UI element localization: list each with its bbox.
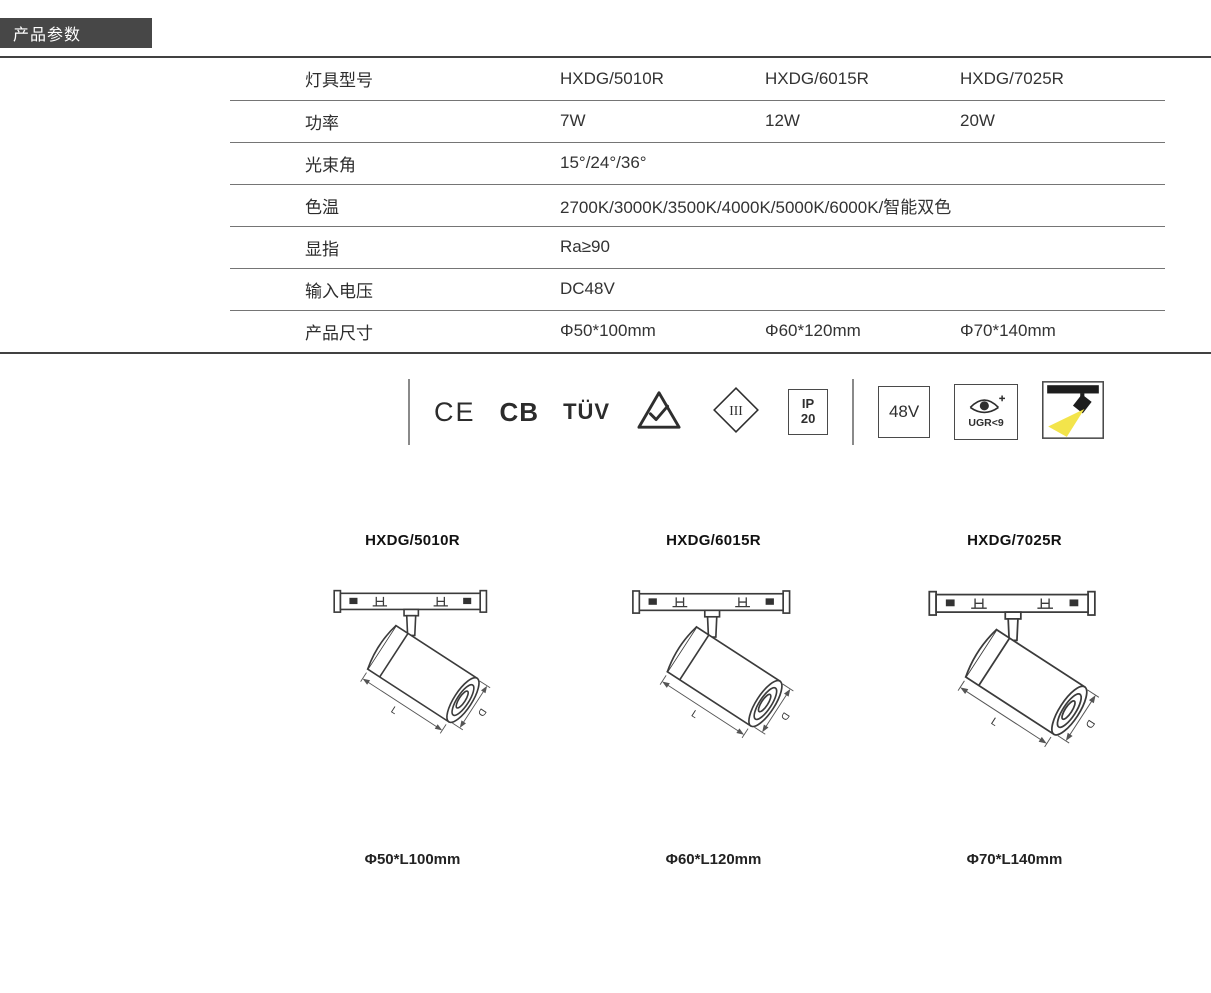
length-dimension-label: L bbox=[688, 709, 699, 721]
product-column-6015r: HXDG/6015R bbox=[601, 532, 826, 868]
length-dimension-label: L bbox=[988, 716, 1000, 729]
product-drawings-section: HXDG/5010R bbox=[300, 532, 1211, 868]
row-label: 输入电压 bbox=[230, 268, 560, 311]
row-label: 色温 bbox=[230, 184, 560, 227]
diameter-dimension-label: D bbox=[475, 706, 488, 718]
row-value: HXDG/6015R bbox=[765, 58, 960, 101]
ugr-eye-comfort-icon: UGR<9 bbox=[954, 384, 1019, 440]
table-row-product-size: 产品尺寸 Φ50*100mm Φ60*120mm Φ70*140mm bbox=[230, 310, 1165, 352]
cb-mark-icon: CB bbox=[499, 396, 540, 427]
spec-table: 灯具型号 HXDG/5010R HXDG/6015R HXDG/7025R 功率… bbox=[230, 58, 1165, 352]
row-value: HXDG/5010R bbox=[560, 58, 765, 101]
diameter-dimension-label: D bbox=[1082, 717, 1096, 730]
ip-value: 20 bbox=[800, 411, 816, 426]
voltage-label: 48V bbox=[888, 402, 920, 421]
row-label: 光束角 bbox=[230, 142, 560, 185]
ip20-rating-icon: IP 20 bbox=[788, 389, 829, 435]
diameter-dimension-label: D bbox=[777, 710, 790, 722]
table-row-beam-angle: 光束角 15°/24°/36° bbox=[230, 142, 1165, 185]
ce-mark-icon: CE bbox=[434, 396, 476, 427]
row-value: Ra≥90 bbox=[560, 226, 1165, 269]
length-dimension-label: L bbox=[388, 705, 399, 717]
table-row-input-voltage: 输入电压 DC48V bbox=[230, 268, 1165, 311]
product-model: HXDG/5010R bbox=[365, 532, 460, 549]
product-model: HXDG/6015R bbox=[666, 532, 761, 549]
product-size-label: Φ70*L140mm bbox=[966, 851, 1063, 868]
row-value: DC48V bbox=[560, 268, 1165, 311]
table-row-power: 功率 7W 12W 20W bbox=[230, 100, 1165, 143]
certification-row: CE CB TÜV III IP 20 48V bbox=[408, 374, 1211, 450]
separator bbox=[852, 379, 855, 445]
rcm-check-triangle-icon bbox=[634, 388, 684, 437]
row-value: 15°/24°/36° bbox=[560, 142, 1165, 185]
row-value: 7W bbox=[560, 100, 765, 143]
row-value: 20W bbox=[960, 100, 1165, 143]
separator bbox=[408, 379, 410, 445]
ugr-label: UGR<9 bbox=[968, 417, 1004, 429]
product-size-label: Φ60*L120mm bbox=[665, 851, 762, 868]
product-column-7025r: HXDG/7025R bbox=[902, 532, 1127, 868]
row-label: 灯具型号 bbox=[230, 58, 560, 101]
row-value: Φ60*120mm bbox=[765, 321, 861, 341]
product-column-5010r: HXDG/5010R bbox=[300, 532, 525, 868]
tuv-mark-icon: TÜV bbox=[563, 399, 611, 424]
top-divider bbox=[0, 56, 1211, 58]
ip-label: IP bbox=[801, 396, 815, 412]
table-row-model: 灯具型号 HXDG/5010R HXDG/6015R HXDG/7025R bbox=[230, 58, 1165, 101]
track-spotlight-drawing: L D bbox=[903, 579, 1127, 835]
table-row-cri: 显指 Ra≥90 bbox=[230, 226, 1165, 269]
row-value: HXDG/7025R bbox=[960, 58, 1165, 101]
48v-voltage-icon: 48V bbox=[878, 386, 931, 438]
spotlight-beam-icon bbox=[1042, 380, 1105, 444]
section-title-badge: 产品参数 bbox=[0, 18, 152, 48]
section-title: 产品参数 bbox=[13, 27, 82, 44]
row-value: 12W bbox=[765, 100, 960, 143]
row-value: 2700K/3000K/3500K/4000K/5000K/6000K/智能双色 bbox=[560, 184, 1165, 227]
row-value: Φ70*140mm bbox=[960, 321, 1056, 341]
row-label: 功率 bbox=[230, 100, 560, 143]
product-model: HXDG/7025R bbox=[967, 532, 1062, 549]
eye-icon bbox=[969, 395, 1006, 414]
row-value: Φ50*100mm bbox=[560, 321, 656, 341]
bottom-divider bbox=[0, 352, 1211, 354]
track-spotlight-drawing: L D bbox=[608, 579, 820, 835]
row-label: 产品尺寸 bbox=[305, 323, 373, 343]
class-iii-diamond-icon: III bbox=[708, 382, 764, 443]
product-size-label: Φ50*L100mm bbox=[364, 851, 461, 868]
track-spotlight-drawing: L D bbox=[310, 579, 516, 835]
row-label: 显指 bbox=[230, 226, 560, 269]
table-row-color-temp: 色温 2700K/3000K/3500K/4000K/5000K/6000K/智… bbox=[230, 184, 1165, 227]
class-iii-label: III bbox=[729, 402, 743, 417]
